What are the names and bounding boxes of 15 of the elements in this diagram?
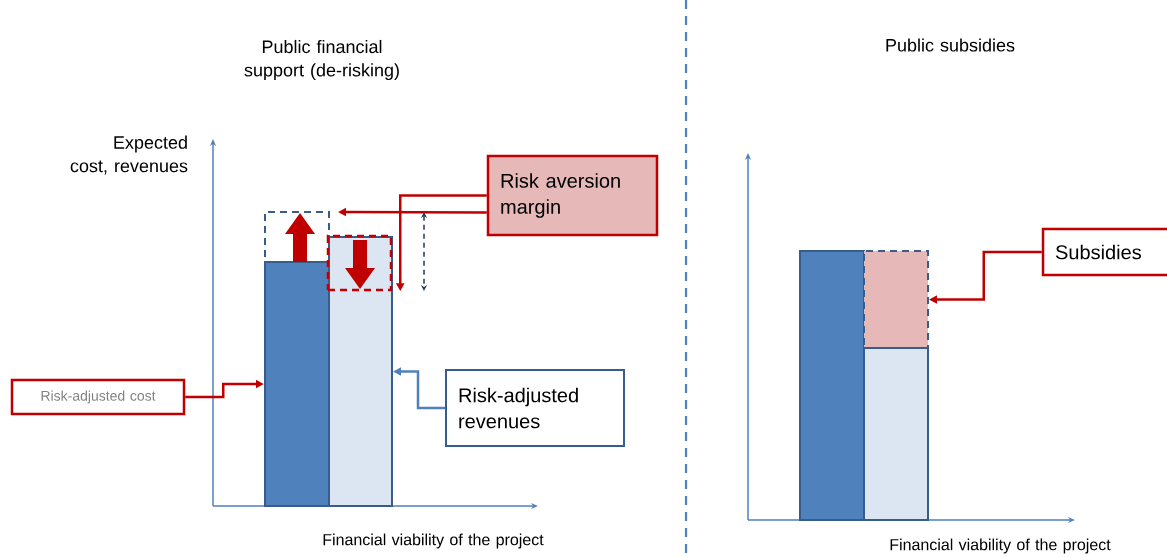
dashed-box — [326, 234, 393, 292]
label-box: Risk-adjusted revenues — [445, 369, 625, 447]
label-box: Risk-adjusted cost — [10, 378, 186, 416]
axis-label: Financial viability of the project — [890, 538, 1111, 554]
label-box: Subsidies — [1041, 227, 1167, 277]
revenue-bar — [863, 347, 929, 521]
subsidy-box — [863, 250, 929, 349]
callout-box: Risk aversion margin — [486, 154, 659, 237]
cost-bar — [264, 261, 330, 507]
axis-label: Financial viability of the project — [323, 533, 544, 549]
heading: Public subsidies — [886, 38, 1015, 52]
axis-label: Expected cost, revenues — [70, 135, 188, 175]
revenue-bar — [328, 236, 393, 507]
cost-bar — [799, 250, 865, 521]
heading: Public financial support (de-risking) — [244, 39, 399, 81]
